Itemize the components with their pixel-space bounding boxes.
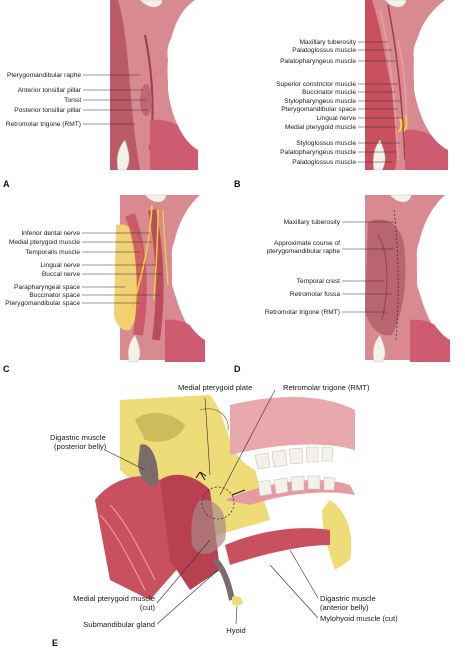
panel-a-leaders: [83, 74, 148, 125]
label-posterior-tonsillar-pillar: Posterior tonsillar pillar: [14, 107, 81, 114]
panel-a: Pterygomandibular raphe Anterior tonsill…: [3, 0, 198, 189]
panel-e-illustration: [95, 395, 355, 606]
label-retromolar-trigone-e: Retromolar trigone (RMT): [283, 383, 370, 392]
panel-c-labels: Inferior dental nerve Medial pterygoid m…: [5, 230, 80, 307]
label-pterygomandibular-space-c: Pterygomandibular space: [5, 300, 80, 307]
panel-c-leaders: [82, 232, 163, 304]
panel-b-leaders: [358, 41, 402, 163]
label-temporalis-muscle: Temporalis muscle: [25, 249, 80, 256]
label-digastric-anterior-line2: (anterior belly): [320, 603, 369, 612]
label-mylohyoid-cut: Mylohyoid muscle (cut): [320, 614, 398, 623]
label-lingual-nerve-c: Lingual nerve: [40, 262, 80, 269]
label-tonsil: Tonsil: [64, 97, 81, 104]
label-approximate-course-line2: pterygomandibular raphe: [267, 248, 341, 255]
panel-b-labels: Maxillary tuberosity Palatoglossus muscl…: [276, 39, 357, 166]
panel-c-illustration: [114, 194, 205, 363]
label-palatopharyngeus-muscle-lower: Palatopharyngeus muscle: [280, 149, 356, 156]
panel-letter-c: C: [3, 364, 10, 374]
label-digastric-anterior-line1: Digastric muscle: [320, 594, 376, 603]
label-inferior-dental-nerve: Inferior dental nerve: [21, 230, 80, 237]
lower-teeth: [257, 475, 336, 497]
label-hyoid: Hyoid: [226, 626, 245, 635]
label-buccal-nerve: Buccal nerve: [42, 271, 80, 278]
label-superior-constrictor-muscle: Superior constrictor muscle: [276, 81, 356, 88]
label-styloglossus-muscle: Styloglossus muscle: [296, 140, 356, 147]
label-lingual-nerve: Lingual nerve: [316, 115, 356, 122]
label-retromolar-trigone-d: Retromolar trigone (RMT): [265, 309, 340, 316]
panel-c: Inferior dental nerve Medial pterygoid m…: [3, 194, 205, 374]
upper-teeth: [254, 446, 334, 470]
label-medial-pterygoid-cut-line2: (cut): [140, 603, 156, 612]
panel-e: Medial pterygoid plate Retromolar trigon…: [50, 383, 398, 648]
label-buccinator-muscle: Buccinator muscle: [302, 89, 356, 96]
label-maxillary-tuberosity: Maxillary tuberosity: [300, 39, 357, 46]
panel-d-leaders: [342, 221, 396, 313]
label-medial-pterygoid-plate: Medial pterygoid plate: [178, 383, 252, 392]
label-maxillary-tuberosity-d: Maxillary tuberosity: [284, 219, 341, 226]
label-medial-pterygoid-muscle: Medial pterygoid muscle: [285, 124, 356, 131]
label-palatopharyngeus-muscle: Palatopharyngeus muscle: [280, 58, 356, 65]
label-digastric-posterior-line1: Digastric muscle: [50, 433, 106, 442]
panel-a-labels: Pterygomandibular raphe Anterior tonsill…: [6, 72, 82, 128]
label-medial-pterygoid-muscle-c: Medial pterygoid muscle: [9, 239, 80, 246]
panel-letter-e: E: [52, 638, 58, 648]
panel-letter-b: B: [234, 179, 241, 189]
label-temporal-crest: Temporal crest: [297, 278, 340, 285]
label-retromolar-fossa: Retromolar fossa: [290, 291, 341, 298]
panel-d: Maxillary tuberosity Approximate course …: [234, 194, 450, 374]
panel-e-labels: Medial pterygoid plate Retromolar trigon…: [50, 383, 398, 635]
panel-d-illustration: [365, 194, 450, 363]
label-medial-pterygoid-cut-line1: Medial pterygoid muscle: [73, 594, 155, 603]
panel-b: Maxillary tuberosity Palatoglossus muscl…: [234, 0, 448, 189]
panel-b-illustration: [365, 0, 448, 171]
panel-d-labels: Maxillary tuberosity Approximate course …: [265, 219, 341, 316]
panel-letter-d: D: [234, 364, 241, 374]
panel-a-illustration: [110, 0, 198, 171]
label-digastric-posterior-line2: (posterior belly): [54, 442, 107, 451]
label-pterygomandibular-raphe: Pterygomandibular raphe: [7, 72, 81, 79]
label-palatoglossus-muscle: Palatoglossus muscle: [292, 47, 356, 54]
label-stylopharyngeus-muscle: Stylopharyngeus muscle: [284, 98, 356, 105]
panel-letter-a: A: [3, 179, 10, 189]
label-buccinator-space: Buccinator space: [29, 292, 80, 299]
label-anterior-tonsillar-pillar: Anterior tonsillar pillar: [18, 87, 82, 94]
label-parapharyngeal-space: Parapharyngeal space: [14, 284, 80, 291]
label-approximate-course-line1: Approximate course of: [274, 240, 340, 247]
label-palatoglossus-muscle-lower: Palatoglossus muscle: [292, 159, 356, 166]
label-retromolar-trigone: Retromolar trigone (RMT): [6, 121, 81, 128]
panel-e-leaders: [104, 389, 319, 625]
label-pterygomandibular-space: Pterygomandibular space: [281, 106, 356, 113]
label-submandibular-gland: Submandibular gland: [83, 620, 155, 629]
